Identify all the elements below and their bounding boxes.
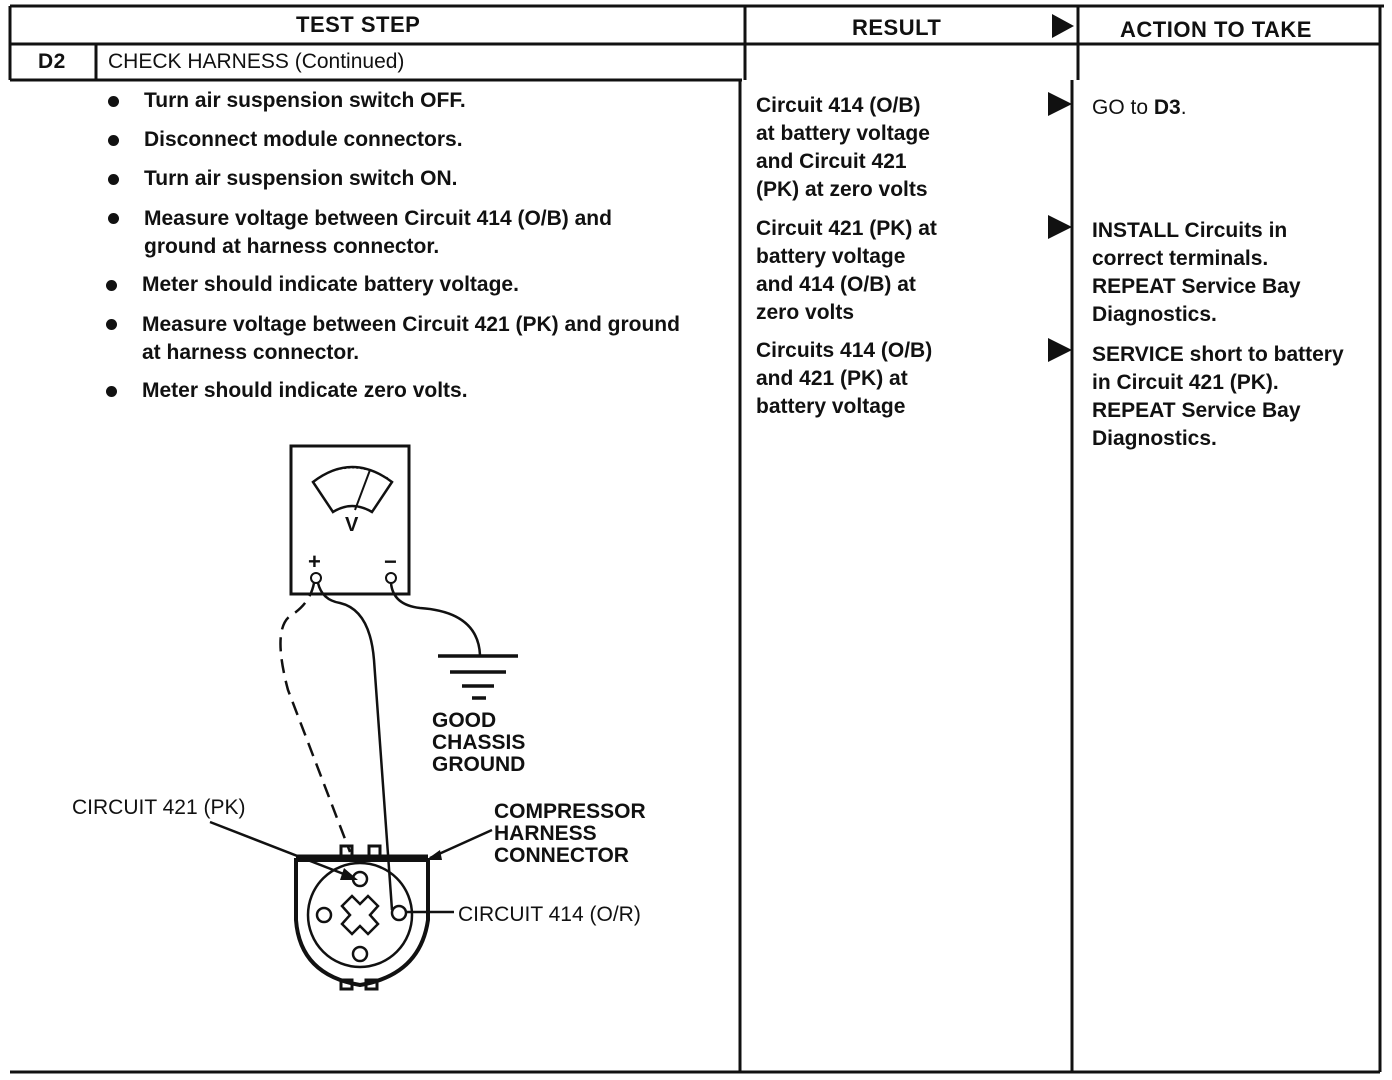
step-bullet: Meter should indicate zero volts.	[142, 379, 468, 402]
result-line: Circuit 421 (PK) at	[756, 217, 937, 240]
bullet-icon	[108, 96, 119, 107]
result-arrow-icon	[1048, 92, 1072, 116]
header-action-to-take: ACTION TO TAKE	[1120, 17, 1312, 42]
header-test-step: TEST STEP	[296, 12, 421, 37]
action-suffix: .	[1180, 96, 1187, 119]
step-id: D2	[38, 50, 66, 73]
result-line: zero volts	[756, 301, 855, 324]
action-step-link: D3	[1153, 96, 1181, 119]
result-line: battery voltage	[756, 245, 906, 268]
step-bullet: Turn air suspension switch ON.	[144, 167, 458, 190]
connector-label-line: CONNECTOR	[494, 844, 629, 867]
connector-label-line: COMPRESSOR	[494, 800, 646, 823]
action-line: in Circuit 421 (PK).	[1092, 371, 1279, 394]
step-bullet: Measure voltage between Circuit 421 (PK)…	[142, 313, 680, 364]
compressor-connector-label: COMPRESSOR HARNESS CONNECTOR	[494, 801, 646, 867]
result-line: Circuit 414 (O/B)	[756, 94, 921, 117]
action-line: correct terminals.	[1092, 247, 1269, 270]
action-1: GO to D3.	[1092, 94, 1382, 122]
bullet-icon	[106, 386, 117, 397]
action-2: INSTALL Circuits in correct terminals. R…	[1092, 217, 1382, 329]
result-line: (PK) at zero volts	[756, 178, 928, 201]
result-arrow-icon	[1048, 338, 1072, 362]
positive-label: +	[308, 549, 321, 574]
header-result: RESULT	[852, 15, 942, 40]
result-arrow-icon	[1048, 215, 1072, 239]
circuit-421-label: CIRCUIT 421 (PK)	[72, 796, 246, 819]
result-line: battery voltage	[756, 395, 906, 418]
ground-label: GOOD CHASSIS GROUND	[432, 710, 525, 776]
ground-label-line: CHASSIS	[432, 731, 526, 754]
result-1: Circuit 414 (O/B) at battery voltage and…	[756, 92, 1016, 204]
bullet-icon	[106, 319, 117, 330]
result-line: and 421 (PK) at	[756, 367, 908, 390]
connector-label-line: HARNESS	[494, 822, 597, 845]
bullet-icon	[108, 213, 119, 224]
action-line: Diagnostics.	[1092, 427, 1217, 450]
meter-unit-label: V	[345, 514, 359, 536]
action-line: REPEAT Service Bay	[1092, 275, 1301, 298]
action-line: Diagnostics.	[1092, 303, 1217, 326]
action-line: SERVICE short to battery	[1092, 343, 1344, 366]
step-bullet: Meter should indicate battery voltage.	[142, 273, 519, 296]
negative-label: −	[384, 549, 397, 574]
action-line: INSTALL Circuits in	[1092, 219, 1288, 242]
result-line: Circuits 414 (O/B)	[756, 339, 933, 362]
result-3: Circuits 414 (O/B) and 421 (PK) at batte…	[756, 337, 1016, 421]
step-bullet: Turn air suspension switch OFF.	[144, 89, 466, 112]
bullet-icon	[108, 174, 119, 185]
action-line: REPEAT Service Bay	[1092, 399, 1301, 422]
result-line: and 414 (O/B) at	[756, 273, 916, 296]
result-line: and Circuit 421	[756, 150, 907, 173]
action-3: SERVICE short to battery in Circuit 421 …	[1092, 341, 1382, 453]
step-bullet: Disconnect module connectors.	[144, 128, 463, 151]
circuit-414-label: CIRCUIT 414 (O/R)	[458, 903, 641, 926]
bullet-icon	[106, 280, 117, 291]
ground-label-line: GROUND	[432, 753, 526, 776]
action-prefix: GO to	[1092, 96, 1154, 119]
ground-label-line: GOOD	[432, 709, 497, 732]
result-2: Circuit 421 (PK) at battery voltage and …	[756, 215, 1016, 327]
step-bullet: Measure voltage between Circuit 414 (O/B…	[144, 207, 612, 258]
bullet-icon	[108, 135, 119, 146]
step-title: CHECK HARNESS (Continued)	[108, 50, 405, 73]
result-line: at battery voltage	[756, 122, 930, 145]
